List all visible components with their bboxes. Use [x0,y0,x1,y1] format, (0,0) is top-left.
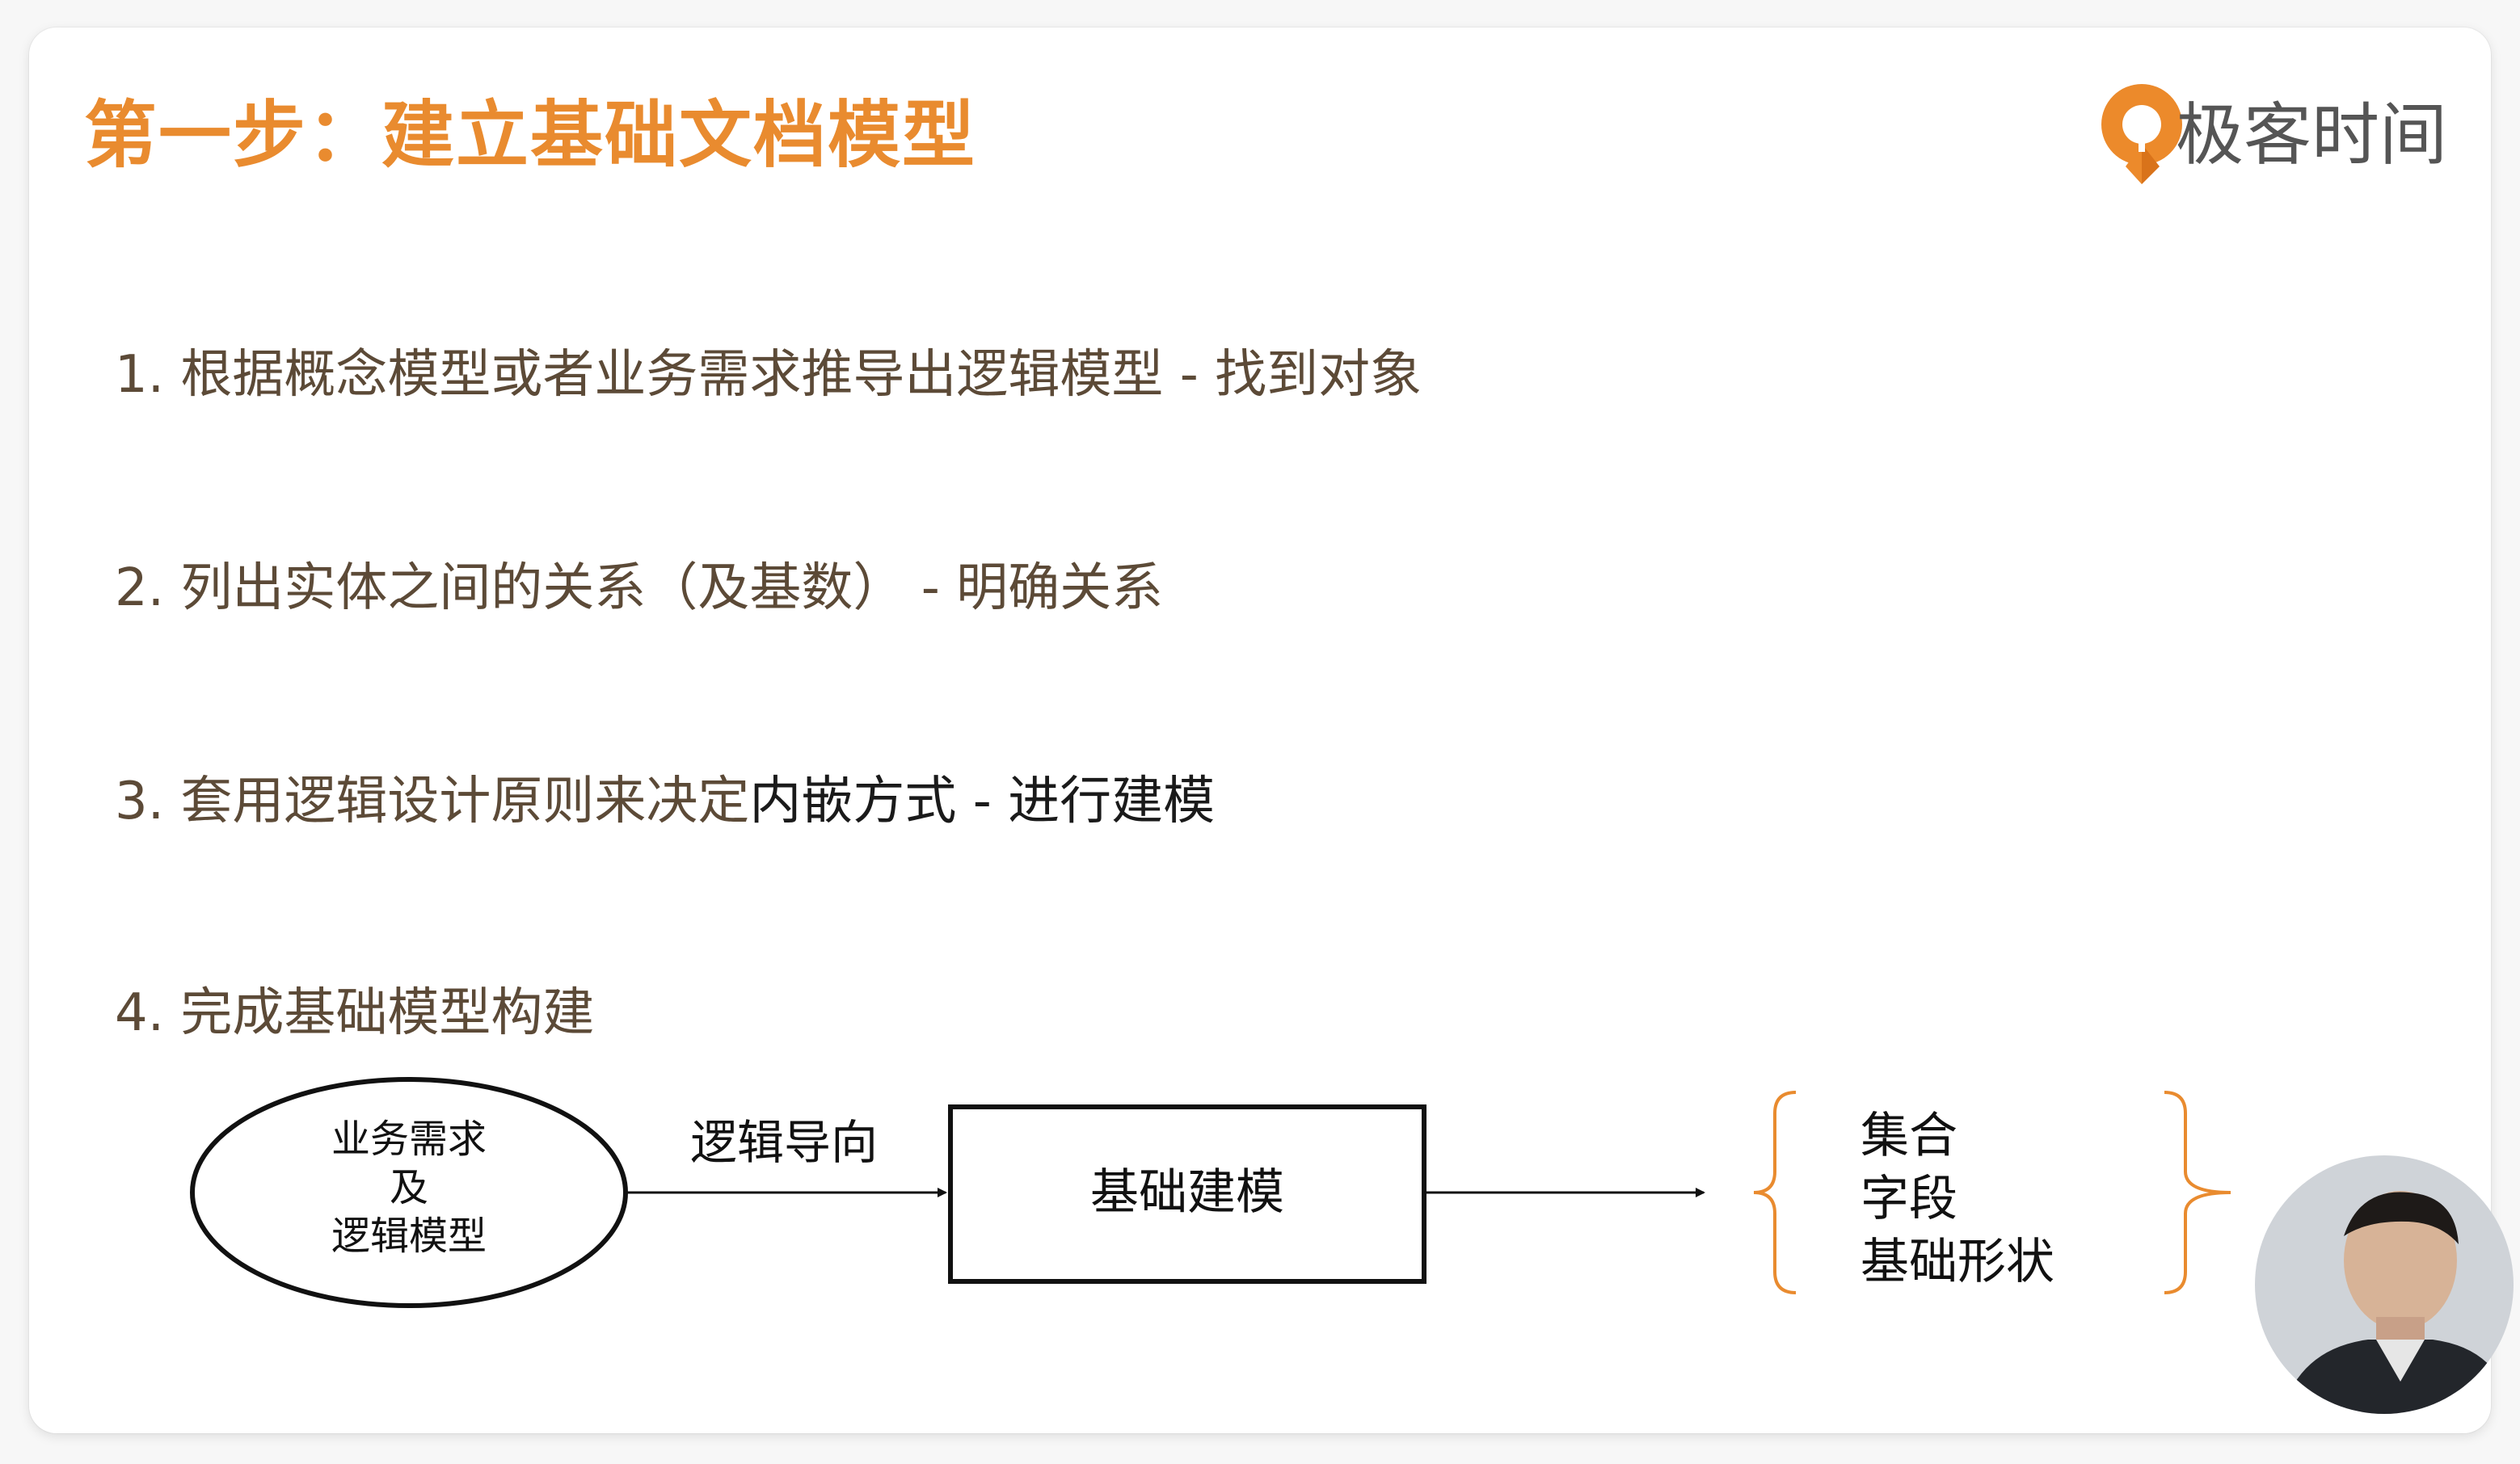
step-4: 4. 完成基础模型构建 [115,983,595,1043]
modeling-diagram: 业务需求 及 逻辑模型 逻辑导向 基础建模 集合 字段 基础形状 [190,1077,2231,1308]
ellipse-line-1: 业务需求 [331,1117,487,1162]
step-3-part-b: 内嵌方式 - 进行建模 [749,772,1216,831]
result-item-fields: 字段 [1861,1171,1957,1227]
step-2: 2. 列出实体之间的关系（及基数） - 明确关系 [115,558,1164,618]
modeling-box [948,1104,1426,1284]
step-3-part-a: 3. 套用逻辑设计原则来决定 [115,772,750,831]
right-brace [2164,1091,2231,1294]
slide-title: 第一步：建立基础文档模型 [84,93,976,178]
ellipse-line-2: 及 [390,1165,428,1210]
step-3: 3. 套用逻辑设计原则来决定内嵌方式 - 进行建模 [115,759,1215,834]
slide: 第一步：建立基础文档模型 极客时间 1. 根据概念模型或者业务需求推导出逻辑模型… [29,27,2491,1433]
ellipse-line-3: 逻辑模型 [331,1214,487,1259]
arrow-label: 逻辑导向 [690,1115,878,1170]
left-brace [1753,1091,1797,1294]
step-1: 1. 根据概念模型或者业务需求推导出逻辑模型 - 找到对象 [115,345,1422,405]
presenter-video-avatar [2255,1155,2514,1414]
geektime-logo-icon [2101,84,2182,184]
brand-name: 极客时间 [2176,95,2448,175]
result-item-collection: 集合 [1861,1108,1957,1164]
box-label: 基础建模 [1090,1164,1284,1221]
result-item-shape: 基础形状 [1861,1234,2054,1290]
